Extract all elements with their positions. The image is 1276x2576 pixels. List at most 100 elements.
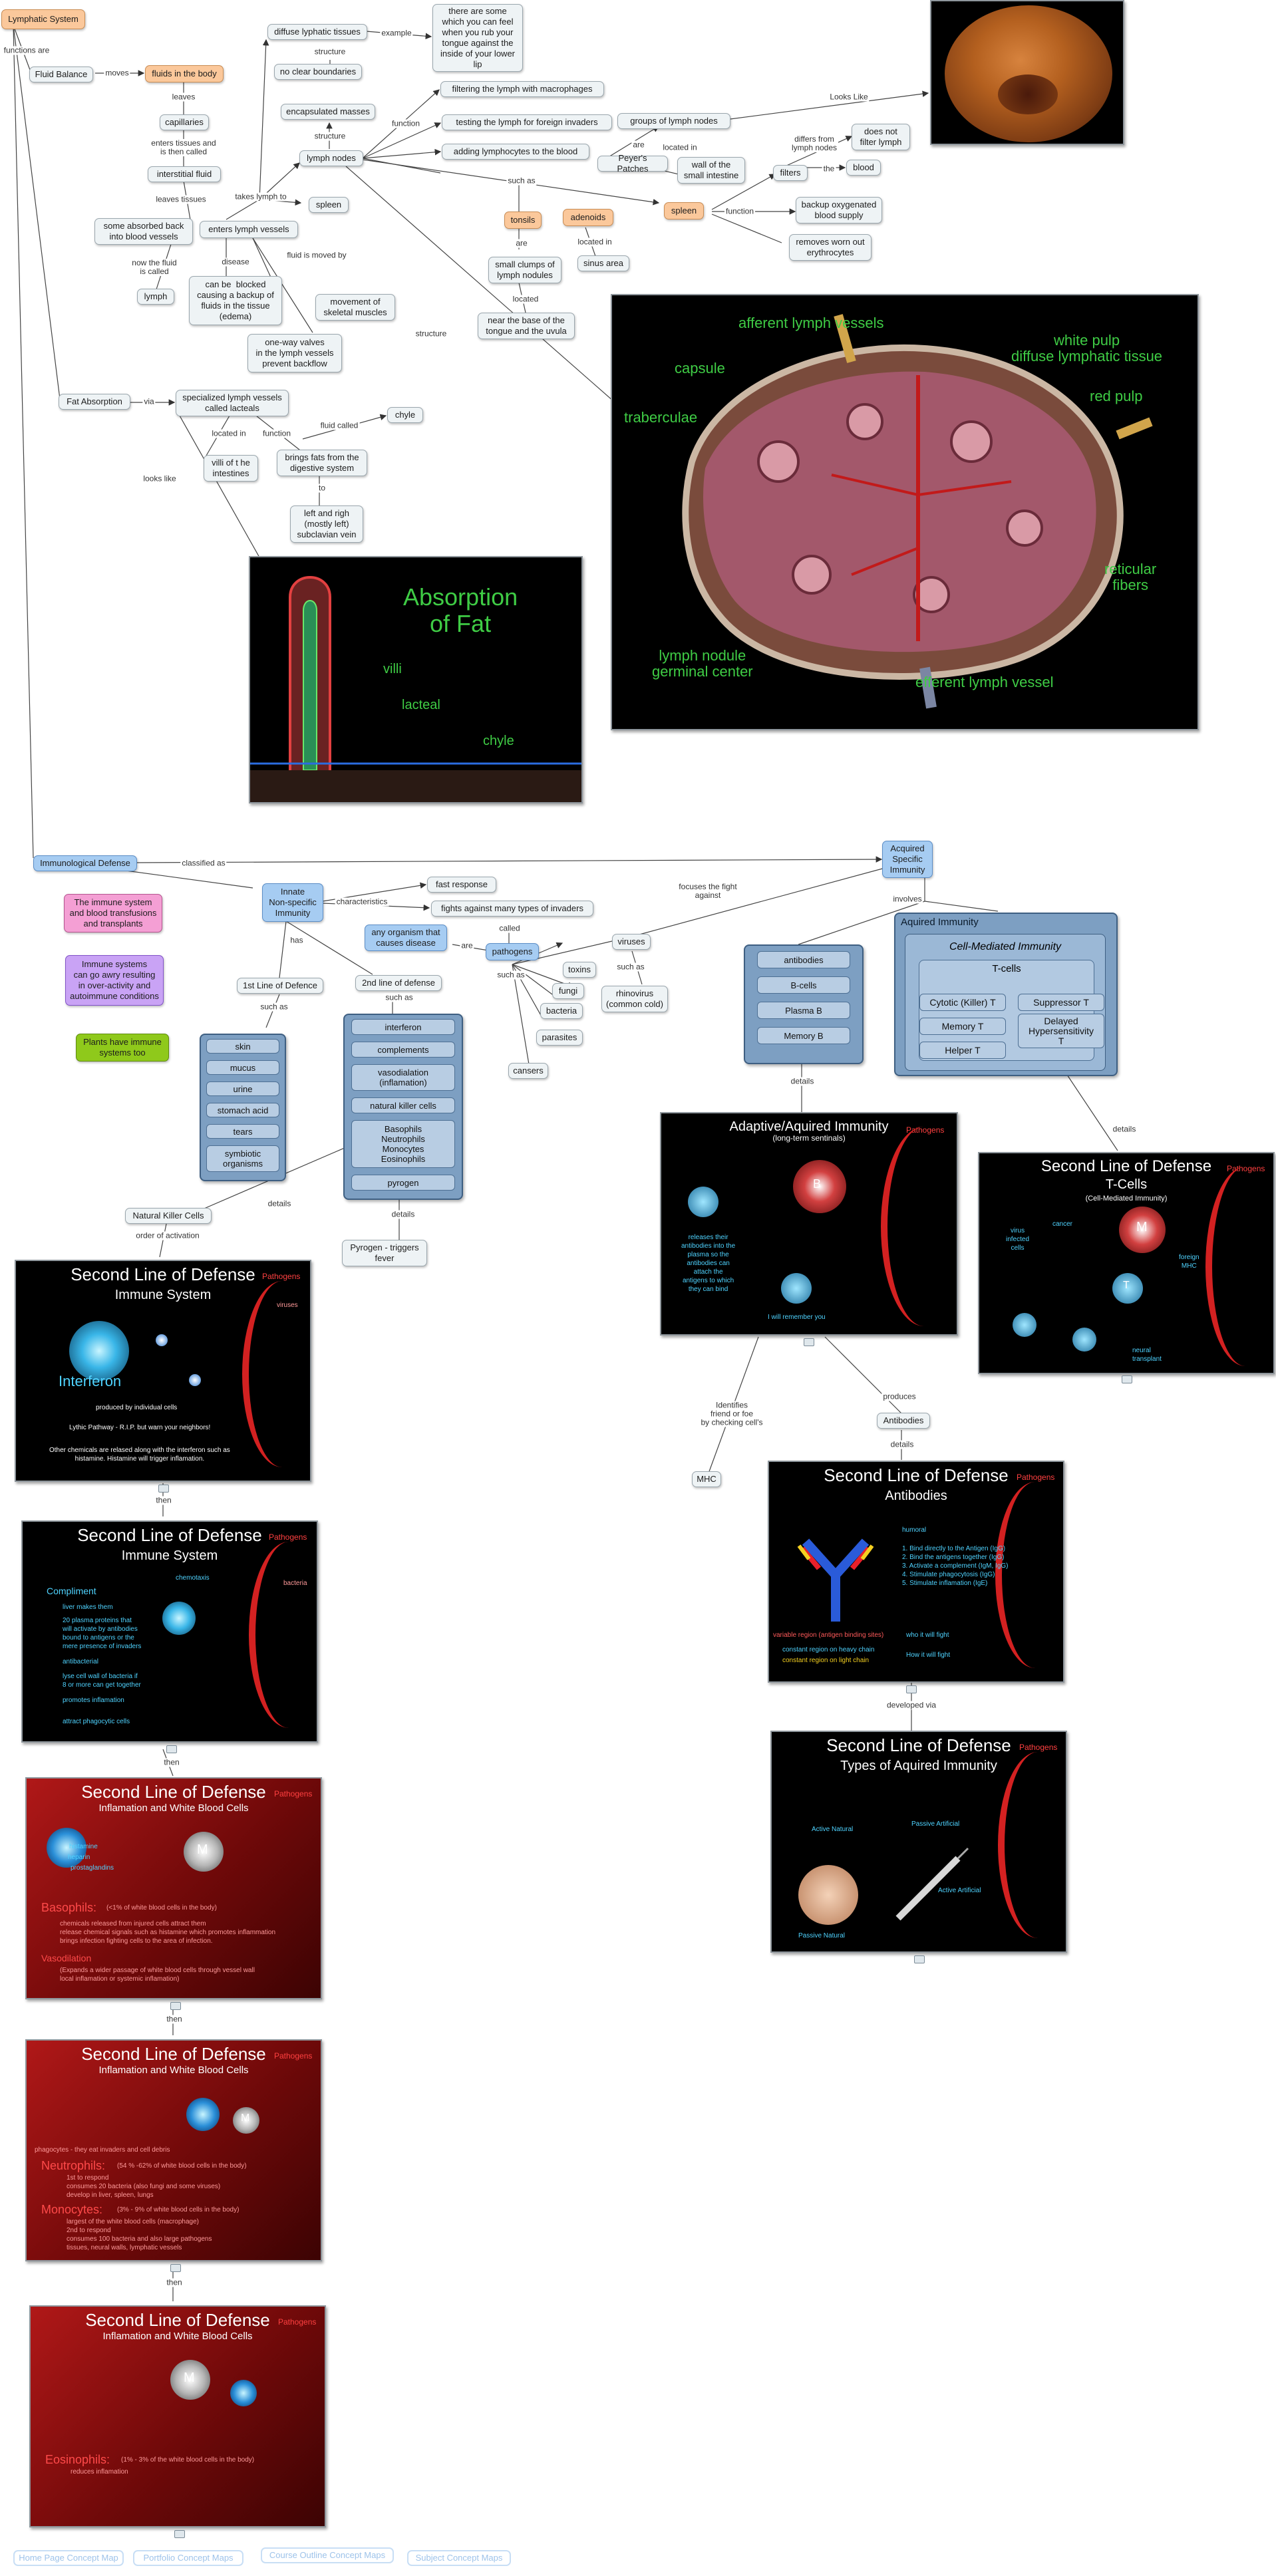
no-clear-boundaries-node[interactable]: no clear boundaries xyxy=(274,64,362,80)
enters-lymph-vessels-node[interactable]: enters lymph vessels xyxy=(200,221,298,238)
acquired-specific-node[interactable]: Acquired Specific Immunity xyxy=(882,841,933,878)
antibodies-node[interactable]: Antibodies xyxy=(877,1413,930,1429)
tcell-item-2[interactable]: Memory T xyxy=(919,1018,1006,1035)
inflam2-neutrophil xyxy=(186,2098,220,2131)
first-line-node[interactable]: 1st Line of Defence xyxy=(237,978,323,994)
first-line-item-1[interactable]: mucus xyxy=(206,1060,279,1075)
acquired-item-2[interactable]: Plasma B xyxy=(757,1002,850,1019)
second-line-item-0[interactable]: interferon xyxy=(351,1019,455,1035)
spleen-node[interactable]: spleen xyxy=(664,202,704,219)
immunological-defense-node[interactable]: Immunological Defense xyxy=(33,855,137,871)
peyers-patches-node[interactable]: Peyer's Patches xyxy=(597,153,668,174)
filters-node[interactable]: filters xyxy=(773,165,808,181)
pathogens-node[interactable]: pathogens xyxy=(486,943,539,960)
first-line-item-5[interactable]: symbiotic organisms xyxy=(206,1145,279,1172)
adding-lymphocytes-node[interactable]: adding lymphocytes to the blood xyxy=(442,144,589,160)
chyle-node[interactable]: chyle xyxy=(387,407,423,423)
lacteals-node[interactable]: specialized lymph vessels called lacteal… xyxy=(176,390,289,416)
footer-subject-link[interactable]: Subject Concept Maps xyxy=(407,2550,511,2566)
testing-node[interactable]: testing the lymph for foreign invaders xyxy=(442,114,612,130)
compliment-expander[interactable] xyxy=(166,1745,177,1753)
any-organism-node[interactable]: any organism that causes disease xyxy=(365,925,447,951)
fluid-balance-node[interactable]: Fluid Balance xyxy=(29,67,93,82)
plants-note[interactable]: Plants have immune systems too xyxy=(76,1034,169,1062)
wall-small-intestine-node[interactable]: wall of the small intestine xyxy=(677,157,745,184)
acquired-item-1[interactable]: B-cells xyxy=(757,976,850,994)
interferon-expander[interactable] xyxy=(158,1485,169,1493)
inflam3-expander[interactable] xyxy=(174,2530,185,2538)
inflam2-expander[interactable] xyxy=(170,2264,181,2272)
tcell-item-4[interactable]: Helper T xyxy=(919,1042,1006,1059)
second-line-item-1[interactable]: complements xyxy=(351,1042,455,1058)
footer-course-link[interactable]: Course Outline Concept Maps xyxy=(261,2547,394,2563)
absorbed-back-node[interactable]: some absorbed back into blood vessels xyxy=(94,218,193,245)
second-line-item-2[interactable]: vasodialation (inflamation) xyxy=(351,1064,455,1091)
natural-killer-node[interactable]: Natural Killer Cells xyxy=(125,1208,212,1224)
backup-oxygenated-node[interactable]: backup oxygenated blood supply xyxy=(796,197,882,223)
antibodies-expander[interactable] xyxy=(906,1685,917,1693)
innate-node[interactable]: Innate Non-specific Immunity xyxy=(262,883,323,922)
first-line-item-3[interactable]: stomach acid xyxy=(206,1103,279,1117)
groups-lymph-nodes-node[interactable]: groups of lymph nodes xyxy=(617,113,730,129)
mhc-node[interactable]: MHC xyxy=(692,1471,721,1487)
viruses-node[interactable]: viruses xyxy=(612,934,651,950)
types-expander[interactable] xyxy=(914,1955,925,1963)
villi-node[interactable]: villi of t he intestines xyxy=(204,455,258,482)
second-line-node[interactable]: 2nd line of defense xyxy=(355,975,442,991)
second-line-item-5[interactable]: pyrogen xyxy=(351,1175,455,1191)
pyrogen-node[interactable]: Pyrogen - triggers fever xyxy=(342,1240,427,1266)
footer-home-link[interactable]: Home Page Concept Map xyxy=(13,2550,124,2566)
transfusions-note[interactable]: The immune system and blood transfusions… xyxy=(64,894,162,932)
tongue-example-node[interactable]: there are some which you can feel when y… xyxy=(432,4,523,72)
overactivity-note-label: Immune systems can go awry resulting in … xyxy=(70,959,159,1001)
blood-node[interactable]: blood xyxy=(846,160,881,176)
fat-absorption-node[interactable]: Fat Absorption xyxy=(59,394,130,410)
edema-node[interactable]: can be blocked causing a backup of fluid… xyxy=(189,276,282,325)
fast-response-node[interactable]: fast response xyxy=(427,877,496,893)
lymph-nodes-node[interactable]: lymph nodes xyxy=(299,150,363,166)
interstitial-fluid-node[interactable]: interstitial fluid xyxy=(148,166,221,182)
cancers-node[interactable]: cansers xyxy=(508,1063,548,1079)
fluids-in-body-node[interactable]: fluids in the body xyxy=(145,65,224,82)
acquired-item-0[interactable]: antibodies xyxy=(757,951,850,968)
toxins-node[interactable]: toxins xyxy=(563,962,596,978)
tcell-item-1[interactable]: Suppressor T xyxy=(1018,994,1104,1011)
filtering-node[interactable]: filtering the lymph with macrophages xyxy=(440,81,604,97)
one-way-valves-node[interactable]: one-way valves in the lymph vessels prev… xyxy=(247,334,342,372)
second-line-item-4[interactable]: Basophils Neutrophils Monocytes Eosinoph… xyxy=(351,1120,455,1168)
bacteria-node[interactable]: bacteria xyxy=(540,1003,583,1019)
lymphatic-system-node[interactable]: Lymphatic System xyxy=(1,9,85,29)
fungi-node[interactable]: fungi xyxy=(552,983,584,999)
near-base-tongue-node[interactable]: near the base of the tongue and the uvul… xyxy=(478,313,575,339)
spleen-small-node[interactable]: spleen xyxy=(309,197,349,213)
overactivity-note[interactable]: Immune systems can go awry resulting in … xyxy=(65,955,164,1006)
tcell-item-0[interactable]: Cytotic (Killer) T xyxy=(919,994,1006,1011)
fights-many-node[interactable]: fights against many types of invaders xyxy=(431,901,593,917)
one-way-valves-label: one-way valves in the lymph vessels prev… xyxy=(255,337,334,368)
first-line-item-4[interactable]: tears xyxy=(206,1124,279,1139)
tcell-item-3[interactable]: Delayed Hypersensitivity T xyxy=(1018,1014,1104,1048)
second-line-item-3[interactable]: natural killer cells xyxy=(351,1097,455,1113)
removes-erythrocytes-node[interactable]: removes worn out erythrocytes xyxy=(789,234,872,261)
tonsils-node[interactable]: tonsils xyxy=(504,212,542,229)
adaptive-expander[interactable] xyxy=(804,1338,814,1346)
capillaries-node[interactable]: capillaries xyxy=(160,114,209,130)
skeletal-muscles-node[interactable]: movement of skeletal muscles xyxy=(315,294,395,321)
first-line-item-2[interactable]: urine xyxy=(206,1081,279,1096)
parasites-node[interactable]: parasites xyxy=(536,1030,583,1046)
rhinovirus-node[interactable]: rhinovirus (common cold) xyxy=(601,986,668,1012)
tcells-expander[interactable] xyxy=(1122,1375,1132,1383)
acquired-item-3[interactable]: Memory B xyxy=(757,1027,850,1044)
small-clumps-node[interactable]: small clumps of lymph nodules xyxy=(488,257,561,283)
first-line-item-0[interactable]: skin xyxy=(206,1039,279,1054)
encapsulated-masses-node[interactable]: encapsulated masses xyxy=(281,104,375,120)
sinus-area-node[interactable]: sinus area xyxy=(577,255,629,271)
inflam1-expander[interactable] xyxy=(170,2002,181,2010)
brings-fats-node[interactable]: brings fats from the digestive system xyxy=(277,450,367,476)
diffuse-lymphatic-node[interactable]: diffuse lyphatic tissues xyxy=(267,24,367,40)
footer-portfolio-link[interactable]: Portfolio Concept Maps xyxy=(133,2550,243,2566)
adenoids-node[interactable]: adenoids xyxy=(563,209,613,226)
lymph-node-concept[interactable]: lymph xyxy=(137,289,174,305)
subclavian-node[interactable]: left and righ (mostly left) subclavian v… xyxy=(290,505,363,543)
does-not-filter-node[interactable]: does not filter lymph xyxy=(852,124,910,150)
